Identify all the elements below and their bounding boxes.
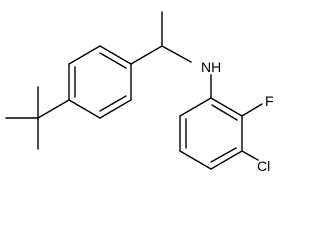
ring1-bond-2 [68, 45, 101, 65]
ring1-bond-3 [99, 45, 132, 65]
atom-label-f: F [265, 93, 274, 109]
ring2-bond-1-inner [211, 104, 238, 121]
ring2-bond-1 [210, 97, 243, 117]
ring2-bond-3 [210, 150, 243, 170]
ring1-bond-5-inner [99, 95, 127, 112]
bond-ch-to-nh [161, 45, 192, 63]
ring1-bond-3-inner [99, 52, 127, 69]
bond-c3-to-cl [241, 150, 259, 161]
ring1-bond-5 [99, 99, 132, 119]
ring1-bond-6 [68, 99, 101, 119]
bond-c2-to-f [241, 103, 263, 117]
ring2-bond-3-inner [210, 147, 237, 163]
ring2-bond-6 [179, 97, 212, 117]
ring2-bond-4 [179, 150, 212, 170]
atom-label-cl: Cl [257, 158, 270, 174]
atom-label-nh: NH [201, 59, 221, 75]
chemical-structure: NH F Cl [5, 11, 274, 174]
bond-ring-to-ch [130, 45, 163, 65]
tbutyl-bond-to-ring [37, 99, 70, 119]
